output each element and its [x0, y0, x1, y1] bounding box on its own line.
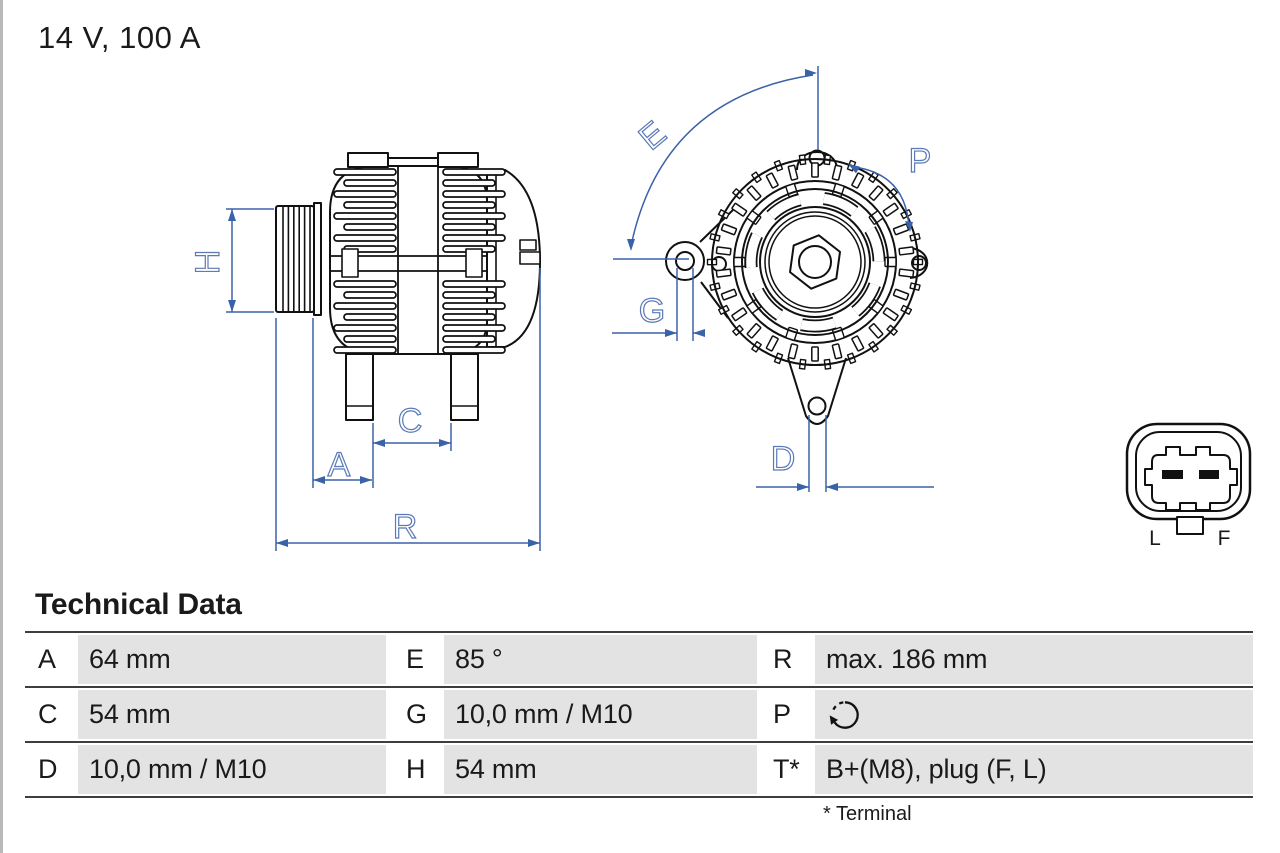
fan-blades: [744, 192, 886, 333]
table-row: A 64 mm E 85 ° R max. 186 mm: [25, 631, 1253, 686]
alternator-side-view: [275, 152, 541, 421]
b-plus-terminal: [519, 239, 537, 251]
alternator-technical-drawing: H A C R E G D P L F: [188, 66, 1252, 551]
foot-rear: [450, 353, 479, 421]
connector-keyway: [1144, 446, 1238, 511]
dim-key-p: P: [773, 699, 791, 729]
dim-key-c: C: [38, 699, 58, 729]
pulley-flange: [313, 202, 322, 316]
dim-key-r: R: [773, 644, 793, 674]
top-bridge: [387, 157, 439, 167]
b-plus-terminal-nut: [519, 251, 541, 265]
dim-value-g: 10,0 mm / M10: [444, 690, 757, 739]
dim-label-p: P: [909, 142, 932, 180]
dim-label-r: R: [393, 508, 418, 546]
technical-data-heading: Technical Data: [35, 588, 242, 621]
alternator-front-view: [665, 149, 929, 425]
dim-key-a: A: [38, 644, 56, 674]
page-edge-line: [0, 0, 3, 853]
connector-inner-shell: [1135, 431, 1242, 512]
rotation-direction-arc: [853, 166, 910, 229]
dim-label-a: A: [328, 446, 351, 484]
pulley: [275, 205, 315, 313]
dim-value-h: 54 mm: [444, 745, 757, 794]
cooling-fins-right: [442, 168, 506, 354]
dim-label-d: D: [771, 440, 796, 478]
top-tab-right: [437, 152, 479, 168]
connector-plug-diagram: L F: [1125, 422, 1252, 550]
inner-vent-slots: [733, 183, 897, 341]
technical-data-table: A 64 mm E 85 ° R max. 186 mm C 54 mm G 1…: [25, 631, 1253, 798]
connector-pin-left: [1162, 470, 1183, 479]
bottom-lug-hole: [807, 396, 827, 416]
ear-boss: [665, 241, 705, 281]
dim-key-g: G: [406, 699, 427, 729]
dim-key-h: H: [406, 754, 426, 784]
dim-value-d: 10,0 mm / M10: [78, 745, 386, 794]
cooling-fins-left: [333, 168, 397, 354]
dim-label-g: G: [639, 292, 665, 330]
dim-value-c: 54 mm: [78, 690, 386, 739]
ear-hole: [675, 251, 695, 271]
right-lug-hole: [911, 255, 927, 271]
bottom-lug: [787, 357, 847, 425]
connector-label-l: L: [1149, 527, 1161, 550]
dim-value-a: 64 mm: [78, 635, 386, 684]
dim-key-e: E: [406, 644, 424, 674]
dim-value-e: 85 °: [444, 635, 757, 684]
product-rating-title: 14 V, 100 A: [38, 20, 201, 55]
dim-label-c: C: [398, 402, 423, 440]
rotation-direction-icon: [829, 700, 859, 729]
vent-slots: [715, 162, 915, 362]
dimension-arrowheads: [228, 69, 913, 547]
shaft-hex-nut: [789, 234, 841, 290]
connector-label-f: F: [1218, 527, 1231, 550]
foot-front: [345, 353, 374, 421]
table-row: D 10,0 mm / M10 H 54 mm T* B+(M8), plug …: [25, 741, 1253, 796]
table-row: C 54 mm G 10,0 mm / M10 P: [25, 686, 1253, 741]
dim-value-r: max. 186 mm: [815, 635, 1253, 684]
dim-value-t: B+(M8), plug (F, L): [815, 745, 1253, 794]
terminal-footnote: * Terminal: [823, 803, 912, 825]
dim-key-t: T*: [773, 754, 800, 784]
dim-value-p: [815, 690, 1253, 739]
dim-key-d: D: [38, 754, 58, 784]
connector-pin-right: [1199, 470, 1219, 479]
dim-label-e: E: [632, 114, 674, 158]
shaft-center: [798, 245, 832, 279]
pulley-ribs: [282, 206, 311, 312]
connector-bottom-tab: [1176, 516, 1204, 535]
dim-label-h: H: [189, 250, 227, 275]
top-tab-left: [347, 152, 389, 168]
dimension-lines: [226, 66, 934, 551]
